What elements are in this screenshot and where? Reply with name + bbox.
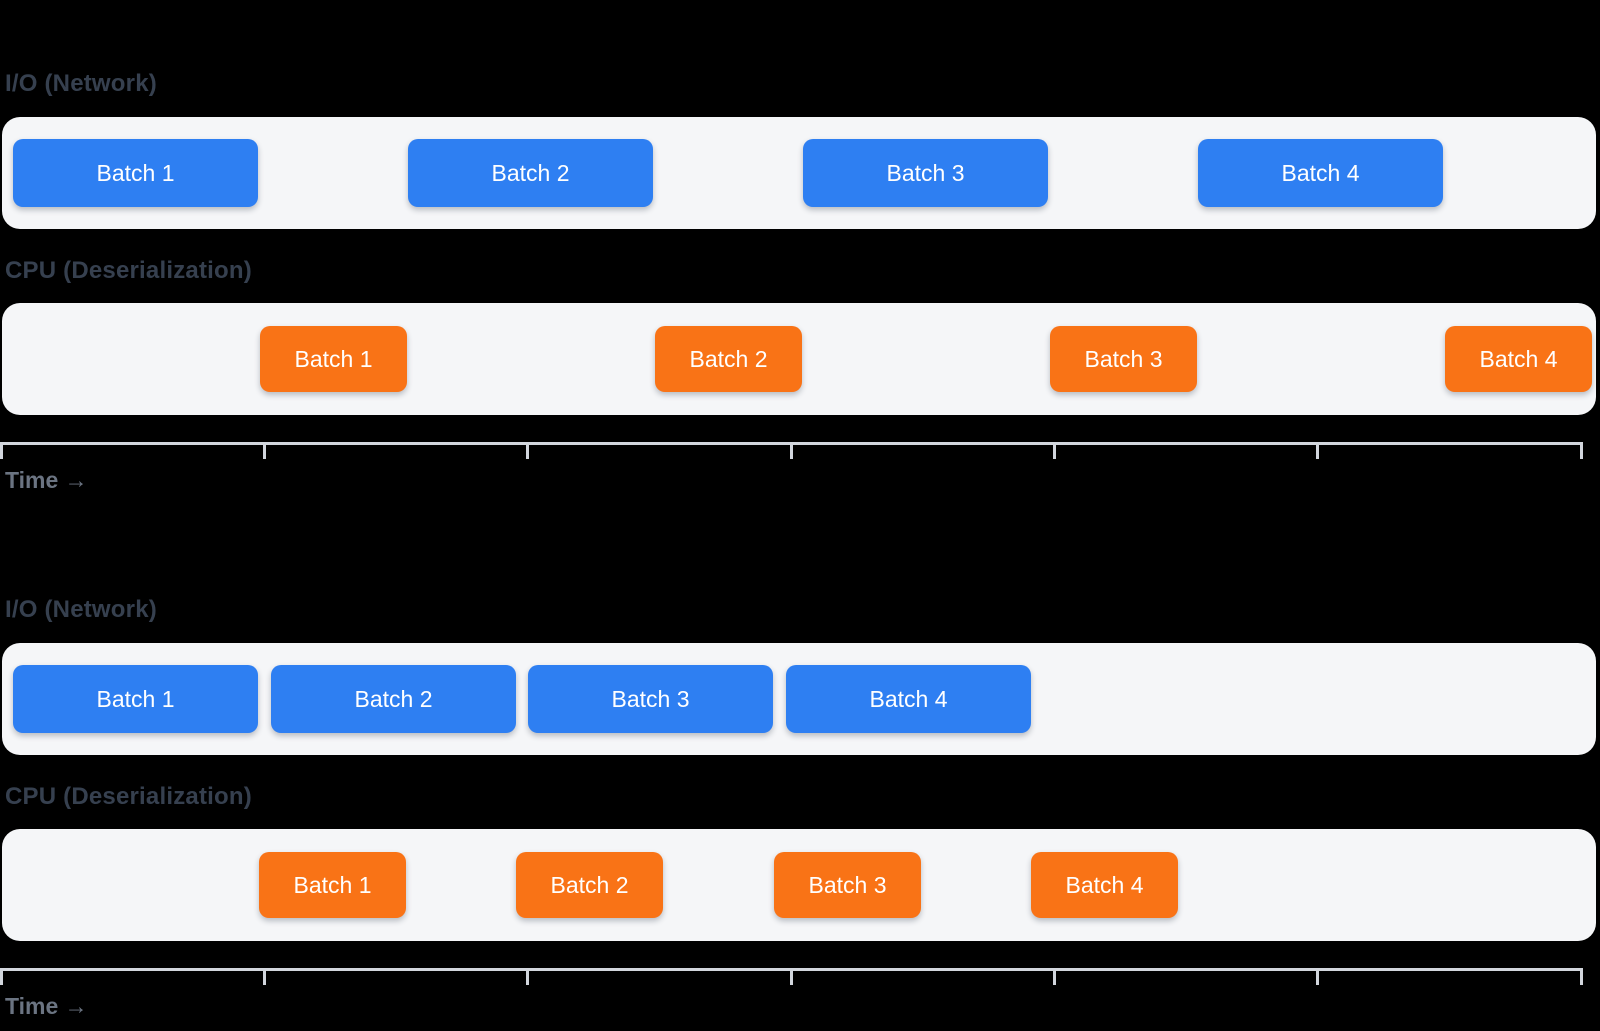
time-axis-tick — [526, 968, 529, 985]
time-axis-label: Time → — [5, 467, 88, 493]
time-axis-tick — [1580, 442, 1583, 459]
io-batch-block: Batch 1 — [13, 139, 258, 207]
io-batch-block: Batch 4 — [786, 665, 1031, 733]
io-track: Batch 1 Batch 2 Batch 3 Batch 4 — [2, 117, 1596, 229]
time-axis-tick — [790, 968, 793, 985]
time-axis — [0, 442, 1584, 462]
time-axis-tick — [263, 442, 266, 459]
time-axis-tick — [790, 442, 793, 459]
io-row-label: I/O (Network) — [5, 596, 157, 623]
io-batch-block: Batch 3 — [803, 139, 1048, 207]
time-axis-tick — [1316, 968, 1319, 985]
cpu-batch-block: Batch 1 — [260, 326, 407, 392]
cpu-batch-block: Batch 3 — [1050, 326, 1197, 392]
cpu-batch-block: Batch 2 — [655, 326, 802, 392]
time-axis-tick — [1316, 442, 1319, 459]
cpu-track: Batch 1 Batch 2 Batch 3 Batch 4 — [2, 829, 1596, 941]
cpu-track: Batch 1 Batch 2 Batch 3 Batch 4 — [2, 303, 1596, 415]
io-row-label: I/O (Network) — [5, 70, 157, 97]
io-batch-block: Batch 1 — [13, 665, 258, 733]
time-axis-tick — [1580, 968, 1583, 985]
io-batch-block: Batch 2 — [271, 665, 516, 733]
cpu-row-label: CPU (Deserialization) — [5, 783, 252, 810]
cpu-batch-block: Batch 1 — [259, 852, 406, 918]
io-batch-block: Batch 4 — [1198, 139, 1443, 207]
io-batch-block: Batch 3 — [528, 665, 773, 733]
io-batch-block: Batch 2 — [408, 139, 653, 207]
cpu-batch-block: Batch 4 — [1031, 852, 1178, 918]
time-axis-tick — [0, 442, 3, 459]
cpu-batch-block: Batch 2 — [516, 852, 663, 918]
time-axis-tick — [0, 968, 3, 985]
time-axis-tick — [1053, 442, 1056, 459]
time-axis-tick — [526, 442, 529, 459]
cpu-row-label: CPU (Deserialization) — [5, 257, 252, 284]
time-axis-tick — [263, 968, 266, 985]
time-axis-label: Time → — [5, 993, 88, 1019]
cpu-batch-block: Batch 3 — [774, 852, 921, 918]
time-axis — [0, 968, 1584, 988]
time-axis-tick — [1053, 968, 1056, 985]
cpu-batch-block: Batch 4 — [1445, 326, 1592, 392]
